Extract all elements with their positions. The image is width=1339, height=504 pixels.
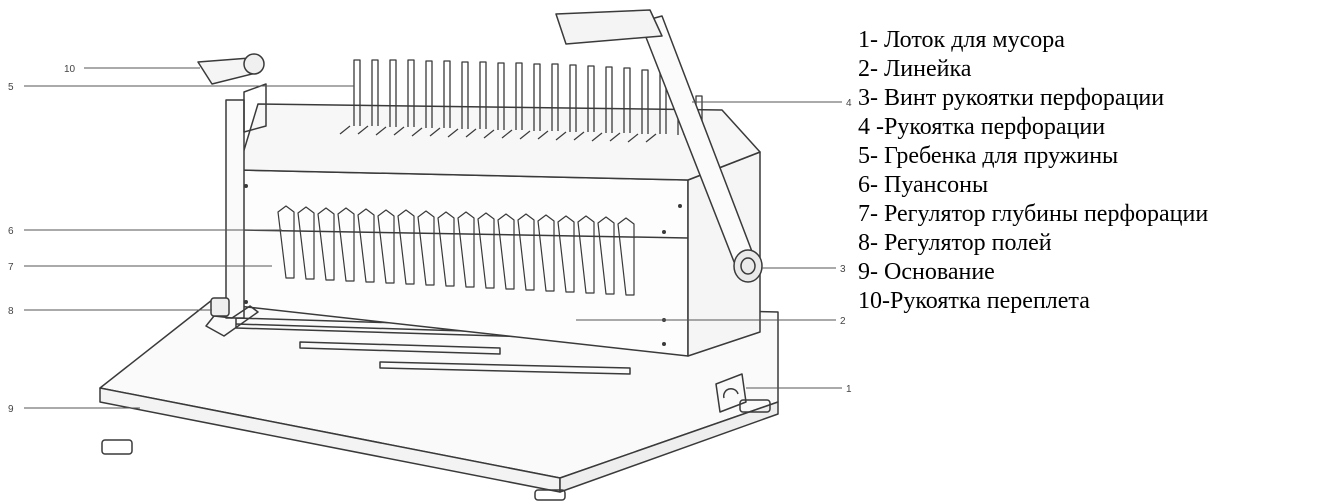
base-foot-front xyxy=(534,489,566,501)
callout-7: 7 xyxy=(8,262,14,273)
top-slots xyxy=(339,125,657,143)
margin-adjuster-knob xyxy=(210,297,230,317)
comb-teeth xyxy=(353,59,703,136)
legend-item-7: 7- Регулятор глубины перфорации xyxy=(858,201,1209,227)
callout-8: 8 xyxy=(8,306,14,317)
legend-item-4: 4 -Рукоятка перфорации xyxy=(858,114,1106,140)
waste-tray xyxy=(715,373,747,413)
machine-drawing xyxy=(99,9,779,501)
punches xyxy=(277,205,635,296)
base-foot-right xyxy=(739,399,771,413)
base-foot-left xyxy=(101,439,133,455)
callout-6: 6 xyxy=(8,226,14,237)
binding-handle-knob xyxy=(243,53,265,75)
callout-10: 10 xyxy=(64,64,76,75)
binding-handle-arm xyxy=(243,83,267,133)
callout-5: 5 xyxy=(8,82,14,93)
callout-numbers: 1 2 3 4 5 6 7 8 9 10 xyxy=(8,64,852,415)
body-panel xyxy=(239,229,689,239)
base-right xyxy=(559,401,779,493)
waste-tray-notch xyxy=(722,388,739,399)
parts-legend: 1- Лоток для мусора 2- Линейка 3- Винт р… xyxy=(858,26,1208,316)
base-slot-2 xyxy=(379,361,631,375)
punch-handle-screw-inner xyxy=(740,257,756,275)
legend-item-2: 2- Линейка xyxy=(858,56,972,82)
leader-lines xyxy=(24,67,842,409)
punch-handle-screw xyxy=(733,249,763,283)
callout-1: 1 xyxy=(846,384,852,395)
legend-item-5: 5- Гребенка для пружины xyxy=(858,143,1119,169)
callout-4: 4 xyxy=(846,98,852,109)
callout-9: 9 xyxy=(8,404,14,415)
legend-item-1: 1- Лоток для мусора xyxy=(858,27,1065,53)
legend-item-6: 6- Пуансоны xyxy=(858,172,989,198)
legend-item-9: 9- Основание xyxy=(858,259,995,285)
legend-item-8: 8- Регулятор полей xyxy=(858,230,1052,256)
callout-2: 2 xyxy=(840,316,846,327)
binding-handle-post xyxy=(225,99,245,319)
base-slot xyxy=(299,341,501,355)
callout-3: 3 xyxy=(840,264,846,275)
legend-item-10: 10-Рукоятка переплета xyxy=(858,288,1090,314)
punch-handle-grip xyxy=(555,9,663,45)
legend-item-3: 3- Винт рукоятки перфорации xyxy=(858,85,1165,111)
